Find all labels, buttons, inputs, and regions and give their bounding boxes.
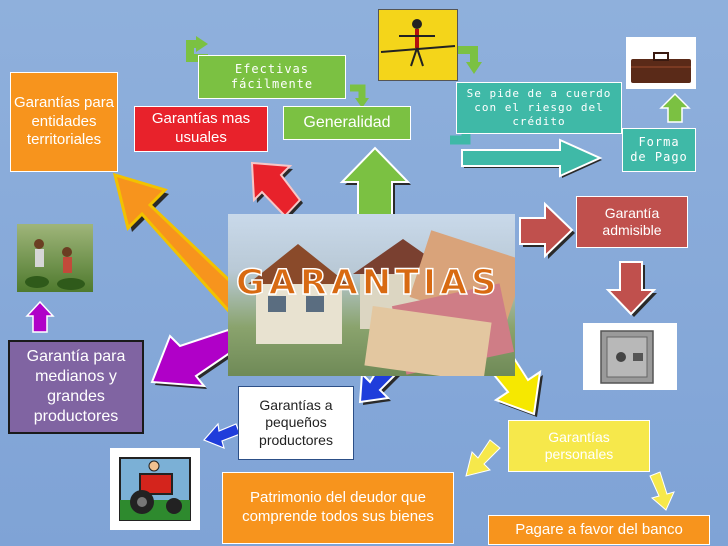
red-arrow [250, 161, 303, 219]
green-bent-arrow-small [350, 84, 369, 108]
node-pequenos-label: Garantías a pequeños productores [259, 396, 333, 448]
purple-up-arrow [25, 300, 55, 333]
safe-icon [600, 330, 654, 384]
center-house-money-image: GARANTIAS [228, 214, 515, 376]
safe-image [583, 323, 677, 390]
teal-right-arrow [461, 138, 603, 178]
node-personales: Garantías personales [508, 420, 650, 472]
node-forma-pago: Forma de Pago [622, 128, 696, 172]
node-efectivas-label: Efectivas fácilmente [230, 62, 314, 91]
tightrope-walker-image [378, 9, 458, 81]
node-mas-usuales-label: Garantías mas usuales [151, 110, 251, 146]
node-efectivas: Efectivas fácilmente [198, 55, 346, 99]
node-personales-label: Garantías personales [544, 428, 614, 463]
briefcase-icon [631, 52, 691, 83]
center-title: GARANTIAS [236, 263, 500, 303]
yellow-arrow-small-down [649, 471, 675, 511]
node-generalidad-label: Generalidad [303, 114, 391, 131]
farmers-field-image [17, 224, 93, 292]
node-riesgo-label: Se pide de a cuerdo con el riesgo del cr… [466, 87, 612, 128]
darkred-right-arrow [519, 201, 575, 259]
node-patrimonio: Patrimonio del deudor que comprende todo… [222, 472, 454, 544]
node-forma-pago-label: Forma de Pago [630, 135, 688, 164]
yellow-arrow-small-left [465, 439, 501, 477]
green-bent-arrow-right [458, 46, 482, 74]
node-pequenos: Garantías a pequeños productores [238, 386, 354, 460]
house-money-illustration: GARANTIAS [235, 230, 515, 376]
tightrope-illustration [380, 19, 456, 67]
tractor-image [110, 448, 200, 530]
node-admisible-label: Garantía admisible [602, 204, 662, 239]
node-pagare-label: Pagare a favor del banco [515, 520, 683, 538]
node-pagare: Pagare a favor del banco [488, 515, 710, 545]
tractor-icon [119, 457, 191, 521]
node-medianos: Garantía para medianos y grandes product… [8, 340, 144, 434]
node-riesgo: Se pide de a cuerdo con el riesgo del cr… [456, 82, 622, 134]
node-admisible: Garantía admisible [576, 196, 688, 248]
briefcase-image [626, 37, 696, 89]
node-territoriales: Garantías para entidades territoriales [10, 72, 118, 172]
node-medianos-label: Garantía para medianos y grandes product… [26, 348, 126, 425]
node-patrimonio-label: Patrimonio del deudor que comprende todo… [242, 489, 434, 525]
farmers-illustration [25, 239, 85, 290]
darkred-down-arrow [605, 261, 657, 317]
node-territoriales-label: Garantías para entidades territoriales [13, 93, 115, 149]
green-up-arrow-small [659, 92, 691, 123]
node-generalidad: Generalidad [283, 106, 411, 140]
blue-arrow-small [202, 422, 241, 450]
green-up-arrow [339, 146, 411, 218]
node-mas-usuales: Garantías mas usuales [134, 106, 268, 152]
